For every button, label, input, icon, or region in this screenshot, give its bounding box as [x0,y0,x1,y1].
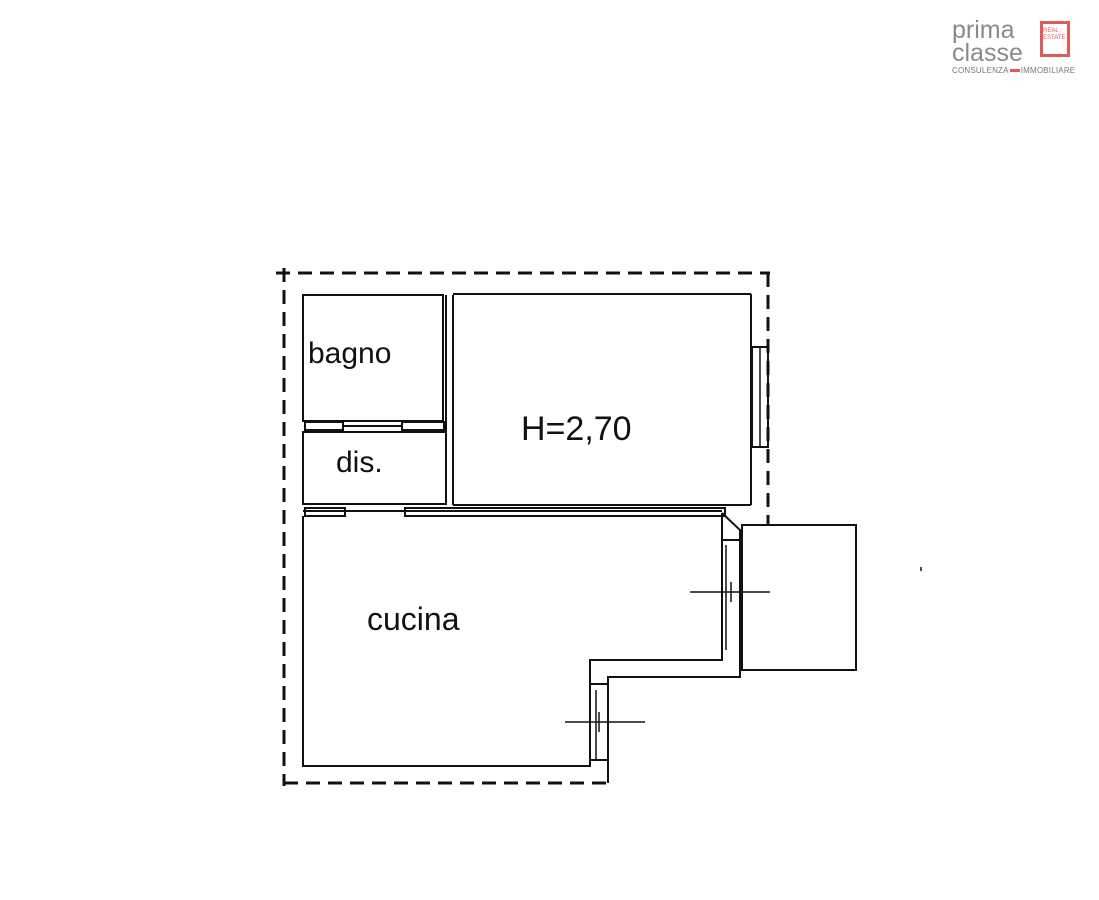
label-height: H=2,70 [521,410,632,448]
label-dis: dis. [336,446,383,479]
dis-walls [302,431,447,505]
logo-wordmark-classe: classe [952,39,1023,67]
company-logo: prima classe REAL ESTATE CONSULENZA IMMOB… [948,16,1088,80]
logo-divider-icon [1009,69,1020,73]
logo-square-icon [1040,21,1070,57]
logo-wordmark-prima: prima [952,16,1015,44]
door-bagno-right [401,421,445,431]
logo-box-text: REAL ESTATE [1043,28,1069,42]
cucina-outer-walls [607,512,741,783]
door-bagno-left [304,421,344,431]
plan-drawing [276,268,922,786]
door-dis-cucina-left [304,507,346,517]
logo-tagline-right: IMMOBILIARE [1020,66,1076,75]
door-dis-cucina-right [404,507,726,517]
logo-tagline: CONSULENZA IMMOBILIARE [952,66,1075,75]
cucina-walls [302,513,723,767]
label-bagno: bagno [308,337,391,370]
property-boundary [276,268,770,786]
bagno-walls [302,294,444,422]
label-cucina: cucina [367,601,460,637]
logo-tagline-left: CONSULENZA [952,66,1009,75]
balcony [741,524,857,671]
logo-box-text-estate: ESTATE [1043,35,1066,41]
logo-box-text-real: REAL [1043,28,1059,34]
